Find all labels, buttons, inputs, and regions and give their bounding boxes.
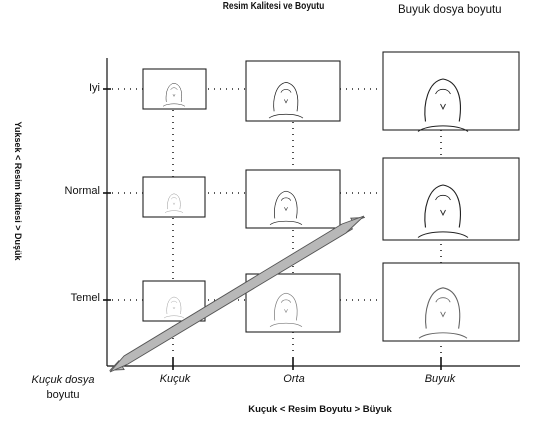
frame-iyi-kucuk	[143, 69, 206, 109]
frame-normal-kucuk	[143, 177, 205, 217]
frame-normal-orta	[246, 170, 340, 228]
frame-normal-buyuk	[383, 158, 519, 240]
frame-iyi-buyuk	[383, 52, 519, 130]
frame-iyi-orta	[246, 61, 340, 121]
image-frames	[143, 52, 519, 341]
frame-temel-buyuk	[383, 263, 519, 341]
